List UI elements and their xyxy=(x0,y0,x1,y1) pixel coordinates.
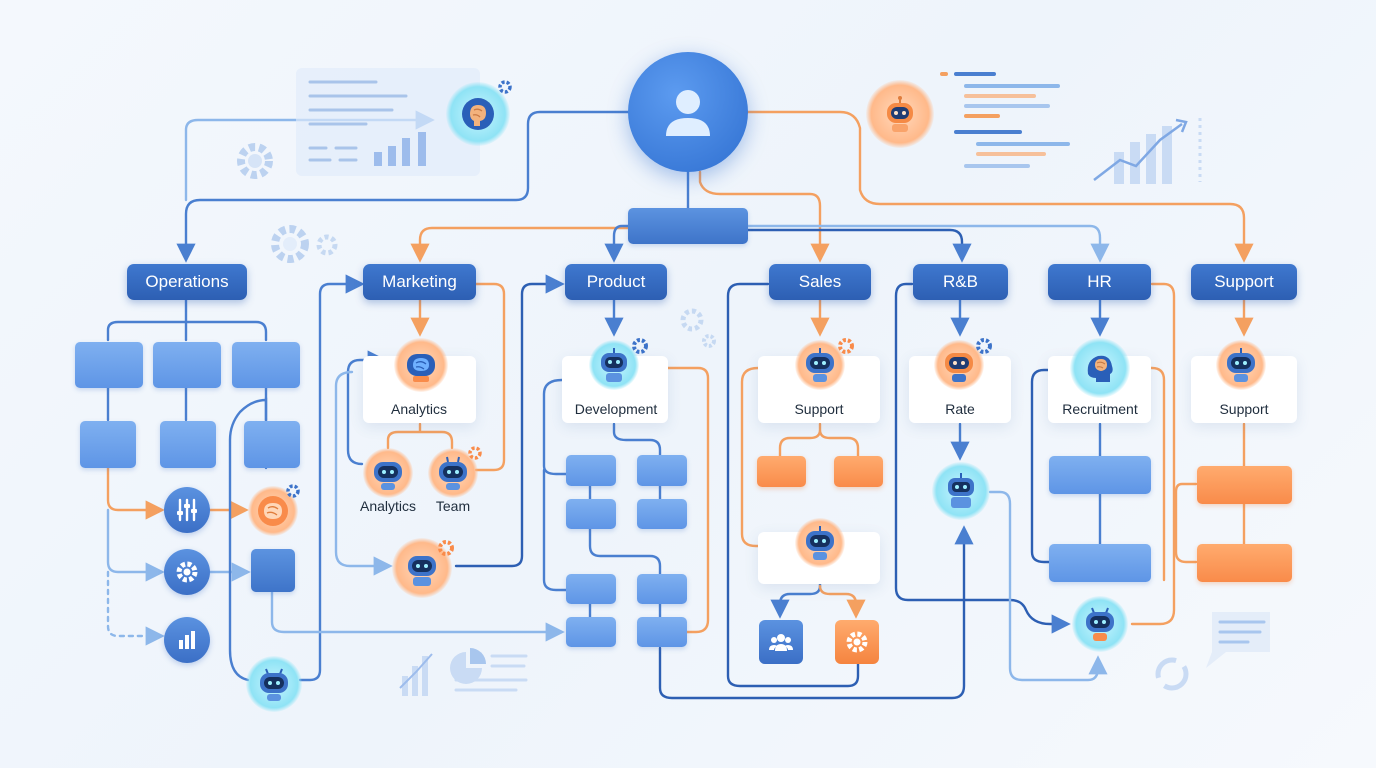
gear-icon xyxy=(271,225,309,263)
dept-support[interactable]: Support xyxy=(1191,264,1297,300)
dept-operations[interactable]: Operations xyxy=(127,264,247,300)
gear-icon xyxy=(498,80,512,94)
ops-block[interactable] xyxy=(160,421,216,468)
sliders-icon xyxy=(177,498,197,522)
robot-icon xyxy=(945,353,973,382)
support-support-agent[interactable] xyxy=(1216,340,1266,390)
product-block[interactable] xyxy=(566,617,616,647)
product-block[interactable] xyxy=(637,574,687,604)
brain-icon xyxy=(462,98,494,130)
sales-gear-tool[interactable] xyxy=(835,620,879,664)
gear-icon xyxy=(316,234,338,256)
ops-sliders-tool[interactable] xyxy=(164,487,210,533)
marketing-output-agent[interactable] xyxy=(392,538,452,598)
ops-block[interactable] xyxy=(244,421,300,468)
brain-icon xyxy=(407,354,435,382)
product-block[interactable] xyxy=(637,499,687,529)
sales-block[interactable] xyxy=(834,456,883,487)
ops-chart-tool[interactable] xyxy=(164,617,210,663)
marketing-analytics-agent[interactable] xyxy=(394,338,448,392)
product-block[interactable] xyxy=(566,455,616,486)
robot-icon xyxy=(948,473,974,508)
ops-block[interactable] xyxy=(80,421,136,468)
chat-decoration xyxy=(1155,612,1270,691)
robot-icon xyxy=(1227,348,1255,382)
hr-block[interactable] xyxy=(1049,456,1151,494)
sales-block[interactable] xyxy=(757,456,806,487)
robot-agent-top-right[interactable] xyxy=(866,80,934,148)
robot-icon xyxy=(260,668,288,701)
ops-robot-agent[interactable] xyxy=(246,656,302,712)
gear-icon xyxy=(838,338,854,354)
root-user-node[interactable] xyxy=(628,52,748,172)
hr-robot-agent[interactable] xyxy=(1072,596,1128,652)
brain-icon xyxy=(1087,355,1113,382)
marketing-sub-analytics-label: Analytics xyxy=(359,498,417,514)
gear-icon xyxy=(176,561,198,583)
dept-rnb[interactable]: R&B xyxy=(913,264,1008,300)
robot-icon xyxy=(439,456,467,490)
dept-hr[interactable]: HR xyxy=(1048,264,1151,300)
dept-sales[interactable]: Sales xyxy=(769,264,871,300)
text-lines-decoration xyxy=(940,72,1070,168)
gear-icon xyxy=(468,446,482,460)
hr-block[interactable] xyxy=(1049,544,1151,582)
gear-icon xyxy=(680,308,704,332)
hub-node[interactable] xyxy=(628,208,748,244)
robot-icon xyxy=(1086,607,1114,641)
dept-product[interactable]: Product xyxy=(565,264,667,300)
support-block[interactable] xyxy=(1197,466,1292,504)
bar-chart-icon xyxy=(179,631,195,649)
rnb-rate-agent[interactable] xyxy=(934,340,984,390)
gear-icon xyxy=(632,338,648,354)
robot-icon xyxy=(374,462,402,490)
team-icon xyxy=(769,634,793,651)
growth-chart-icon xyxy=(1093,118,1202,184)
robot-icon xyxy=(887,96,913,132)
robot-icon xyxy=(806,526,834,560)
brain-icon xyxy=(258,496,288,526)
sales-agent[interactable] xyxy=(795,518,845,568)
report-lines-icon xyxy=(308,80,426,166)
product-block[interactable] xyxy=(637,455,687,486)
product-development-label: Development xyxy=(574,401,658,417)
marketing-sub-team-label: Team xyxy=(435,498,471,514)
product-block[interactable] xyxy=(566,499,616,529)
ops-block[interactable] xyxy=(75,342,143,388)
gear-icon xyxy=(846,631,868,653)
hr-recruitment-agent[interactable] xyxy=(1070,338,1130,398)
product-development-agent[interactable] xyxy=(589,340,639,390)
robot-icon xyxy=(408,556,436,586)
gear-icon xyxy=(438,540,454,556)
product-block[interactable] xyxy=(566,574,616,604)
marketing-analytics-label: Analytics xyxy=(390,401,448,417)
product-block[interactable] xyxy=(637,617,687,647)
support-support-label: Support xyxy=(1219,401,1269,417)
ops-block[interactable] xyxy=(232,342,300,388)
marketing-sub-analytics-agent[interactable] xyxy=(363,448,413,498)
gear-icon xyxy=(976,338,992,354)
brain-agent-top[interactable] xyxy=(446,82,510,146)
support-block[interactable] xyxy=(1197,544,1292,582)
user-icon xyxy=(666,90,710,136)
gear-icon xyxy=(286,484,300,498)
ops-gear-tool[interactable] xyxy=(164,549,210,595)
ops-block[interactable] xyxy=(153,342,221,388)
gear-icon xyxy=(702,334,716,348)
sales-team-tool[interactable] xyxy=(759,620,803,664)
dept-marketing[interactable]: Marketing xyxy=(363,264,476,300)
rnb-robot-agent[interactable] xyxy=(932,462,990,520)
robot-icon xyxy=(806,348,834,382)
robot-icon xyxy=(601,348,627,382)
gear-icon xyxy=(237,143,273,179)
rnb-rate-label: Rate xyxy=(945,401,975,417)
sales-support-agent[interactable] xyxy=(795,340,845,390)
ops-output-block[interactable] xyxy=(251,549,295,592)
analytics-decoration xyxy=(399,648,528,696)
hr-recruitment-label: Recruitment xyxy=(1062,401,1138,417)
sales-support-label: Support xyxy=(794,401,844,417)
